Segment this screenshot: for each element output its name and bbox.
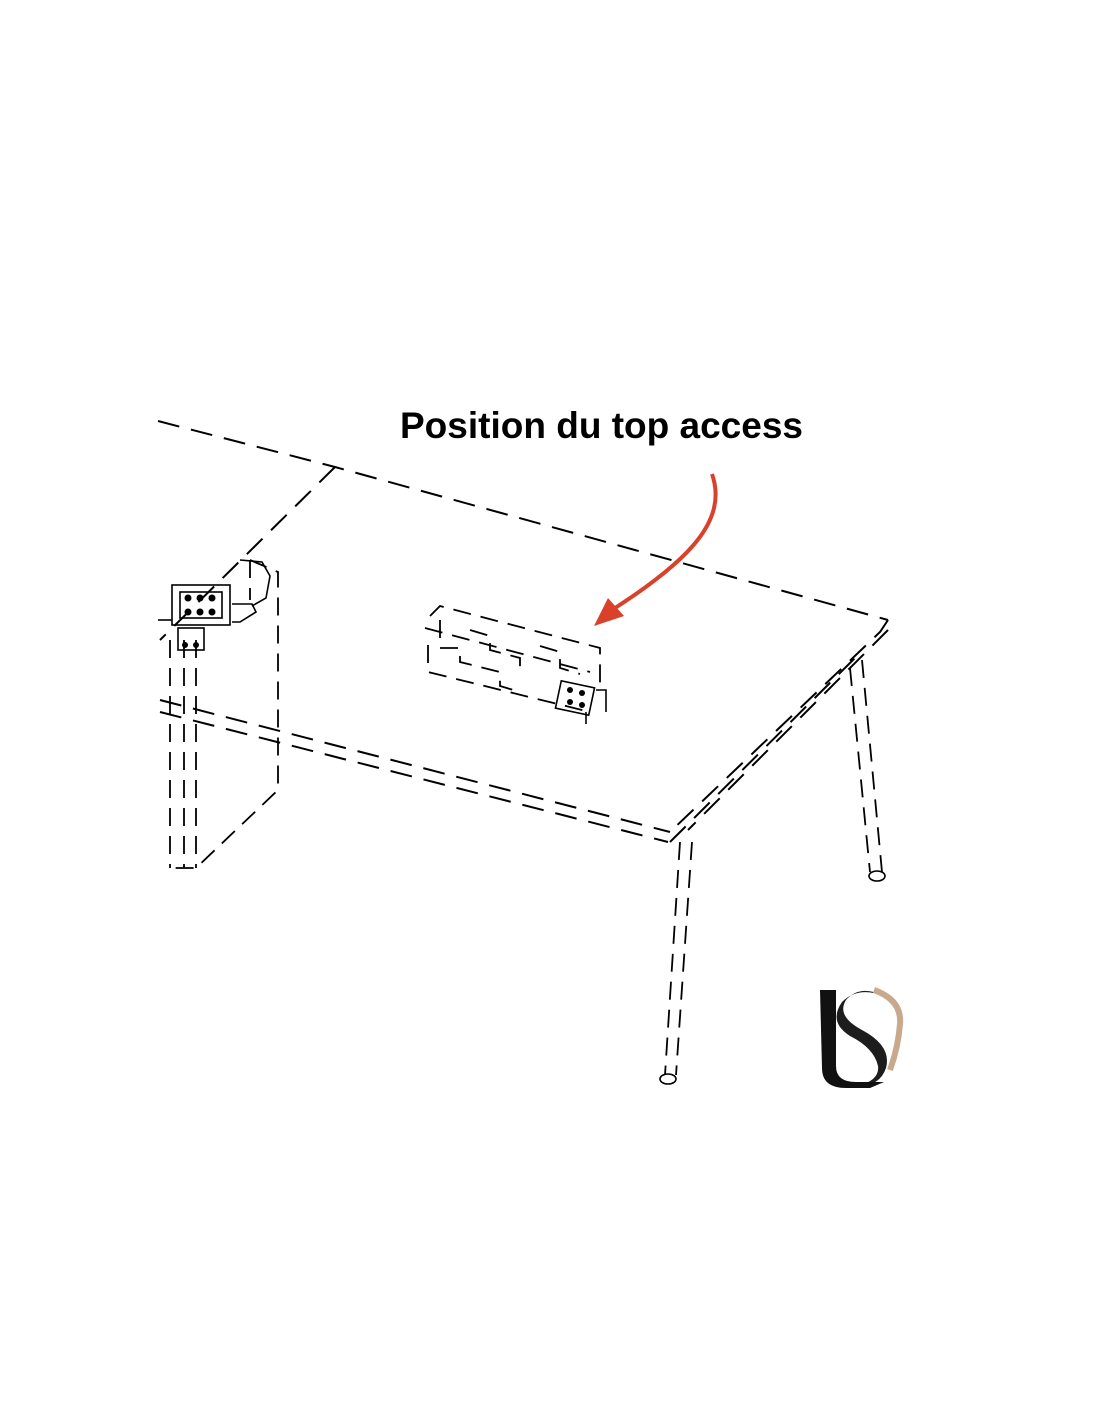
front-right-leg <box>659 841 693 1085</box>
top-access-label: Position du top access <box>400 405 803 446</box>
left-panel-leg <box>169 559 279 869</box>
back-right-leg <box>849 659 886 882</box>
ls-logo <box>820 987 904 1088</box>
left-bracket-icon <box>158 559 271 651</box>
top-access-box <box>424 604 607 724</box>
pointer-arrow <box>594 473 718 626</box>
desk-top-outline <box>157 420 889 843</box>
